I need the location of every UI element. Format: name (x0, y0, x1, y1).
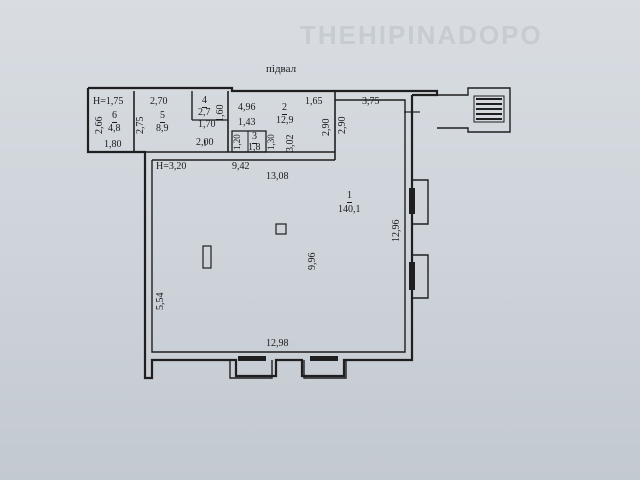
dim-165: 1,65 (305, 96, 323, 107)
column-left (202, 245, 212, 269)
dim-1308: 13,08 (266, 171, 289, 182)
dim-180: 1,80 (104, 139, 122, 150)
room-4-number: 4 (202, 95, 207, 108)
dim-266: 2,66 (94, 116, 105, 135)
dim-302: 3,02 (285, 134, 296, 153)
dim-160: 1,60 (215, 104, 226, 123)
stair-outline (437, 87, 511, 133)
room-6-number: 6 (112, 110, 117, 123)
dim-120: 1,20 (232, 134, 242, 150)
height-label-2: Н=3,20 (156, 161, 187, 172)
dim-942: 9,42 (232, 161, 250, 172)
outer-wall-top (88, 86, 439, 97)
room-1-number: 1 (347, 190, 352, 203)
room-5-number: 5 (160, 110, 165, 123)
bay-bottom-right (303, 360, 347, 379)
watermark-text: THEHIPINADOPO (300, 20, 543, 50)
floor-label: підвал (266, 63, 297, 75)
room-1-area: 140,1 (338, 204, 361, 215)
bay-right-lower (412, 254, 429, 299)
dim-554: 5,54 (155, 292, 166, 311)
dim-1298: 12,98 (266, 338, 289, 349)
dim-275: 2,75 (135, 116, 146, 135)
room-6-area: 4,8 (108, 123, 121, 134)
dim-270: 2,70 (150, 96, 168, 107)
dim-496: 4,96 (238, 102, 256, 113)
inner-wall-main (151, 99, 406, 353)
room-3-area: 1,8 (248, 142, 261, 153)
room-3-box (231, 130, 267, 153)
dim-130: 1,30 (266, 134, 276, 150)
dim-290b: 2,90 (337, 116, 348, 135)
dim-290a: 2,90 (321, 118, 332, 137)
bay-bottom-left (229, 360, 273, 379)
dim-375: 3,75 (362, 96, 380, 107)
dim-200: 2,00 (196, 137, 214, 148)
room-4-area: 2,7 (198, 107, 211, 118)
stair-steps (473, 95, 505, 123)
outer-wall-main (143, 95, 414, 380)
dim-996: 9,96 (307, 252, 318, 271)
room-2-number: 2 (282, 102, 287, 115)
room-2-area: 12,9 (276, 115, 294, 126)
dim-1296: 12,96 (391, 219, 402, 243)
room-3-number: 3 (252, 131, 257, 144)
outer-wall-left-rooms (86, 88, 147, 160)
room-5-area: 8,9 (156, 123, 169, 134)
dim-170: 1,70 (198, 119, 216, 130)
bay-right-upper (412, 179, 429, 225)
dim-143: 1,43 (238, 117, 256, 128)
column-center (275, 223, 287, 235)
height-label-1: Н=1,75 (93, 96, 124, 107)
